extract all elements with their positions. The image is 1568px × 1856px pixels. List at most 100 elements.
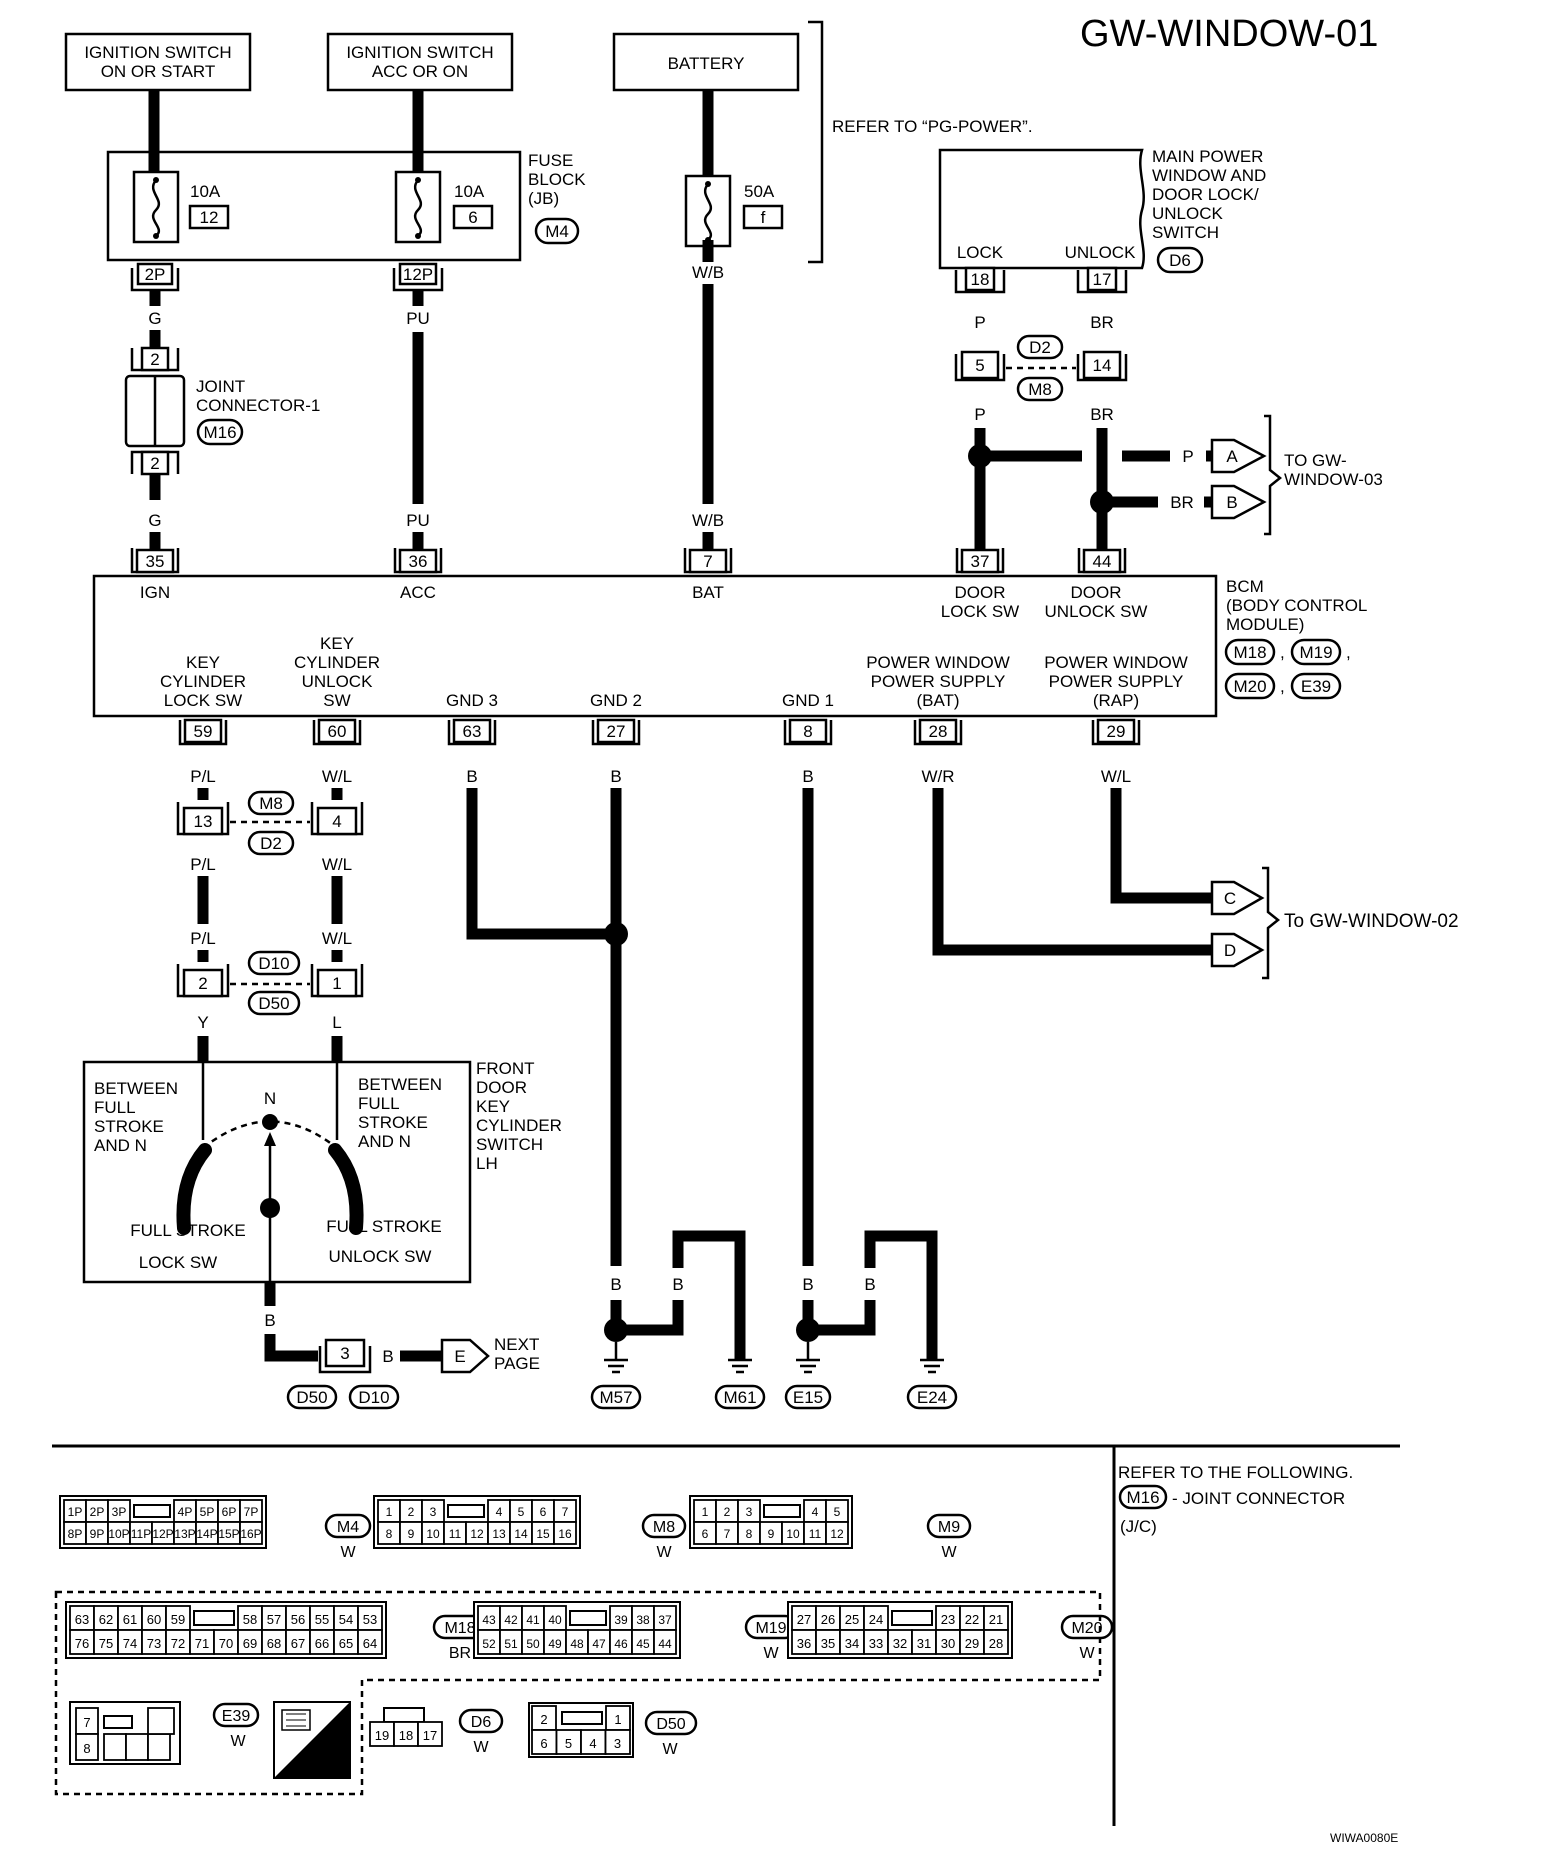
wire-label-pl-3: P/L xyxy=(190,929,216,948)
pin-number: 8 xyxy=(746,1527,753,1541)
wire-label-b-next: B xyxy=(382,1347,393,1366)
pin-cell xyxy=(839,1605,865,1631)
pin-cell xyxy=(69,1605,95,1631)
pin-number: 9 xyxy=(408,1527,415,1541)
bcm-pin-35: 35 xyxy=(130,548,180,574)
wire-label-b-ks: B xyxy=(264,1311,275,1330)
to-gw03-label-1: TO GW- xyxy=(1284,451,1347,470)
svg-text:CYLINDER: CYLINDER xyxy=(476,1116,562,1135)
pin-cell xyxy=(239,1521,263,1545)
pin-cell xyxy=(333,1629,359,1655)
svg-text:IGNITION SWITCH: IGNITION SWITCH xyxy=(84,43,231,62)
svg-text:E39: E39 xyxy=(1301,677,1331,696)
pin-cell xyxy=(285,1629,311,1655)
pin-number: 65 xyxy=(339,1636,353,1651)
pin-cell xyxy=(117,1605,143,1631)
pin-number: 71 xyxy=(195,1636,209,1651)
pin-number: 7 xyxy=(562,1505,569,1519)
svg-text:SWITCH: SWITCH xyxy=(476,1135,543,1154)
svg-text:CYLINDER: CYLINDER xyxy=(160,672,246,691)
wire-wr-out xyxy=(932,788,1212,956)
pin-number: 32 xyxy=(893,1636,907,1651)
wire-label-p-2: P xyxy=(974,405,985,424)
svg-text:BLOCK: BLOCK xyxy=(528,170,586,189)
svg-text:28: 28 xyxy=(929,722,948,741)
keyway xyxy=(103,1715,133,1729)
svg-text:BCM: BCM xyxy=(1226,577,1264,596)
pin-number: 12P xyxy=(152,1527,173,1541)
pin-number: 70 xyxy=(219,1636,233,1651)
joint-connector-1: 2 2 JOINT CONNECTOR-1 M16 xyxy=(124,346,320,476)
pin-number: 53 xyxy=(363,1612,377,1627)
wire-label-br-3: BR xyxy=(1170,493,1194,512)
connector-id: M8 xyxy=(653,1519,675,1536)
wire-label-br-1: BR xyxy=(1090,313,1114,332)
pin-number: 9 xyxy=(768,1527,775,1541)
svg-text:AND N: AND N xyxy=(358,1132,411,1151)
svg-text:REFER TO THE FOLLOWING.: REFER TO THE FOLLOWING. xyxy=(1118,1463,1353,1482)
keyway xyxy=(561,1711,603,1725)
svg-text:27: 27 xyxy=(607,722,626,741)
pin-number: 50 xyxy=(526,1637,540,1651)
to-gw02-label: To GW-WINDOW-02 xyxy=(1284,911,1459,932)
svg-text:M8: M8 xyxy=(259,794,283,813)
pin-number: 75 xyxy=(99,1636,113,1651)
connector-id: D50 xyxy=(656,1716,685,1733)
svg-text:14: 14 xyxy=(1093,356,1112,375)
connector-id-pill xyxy=(324,1513,372,1539)
pin-number: 4 xyxy=(812,1505,819,1519)
bcm-pin-59: 59 xyxy=(178,718,228,746)
pin-number: 33 xyxy=(869,1636,883,1651)
pin-number: 42 xyxy=(504,1613,518,1627)
svg-text:M8: M8 xyxy=(1028,380,1052,399)
pin-number: 15P xyxy=(218,1527,239,1541)
main-power-window-switch: MAIN POWER WINDOW AND DOOR LOCK/ UNLOCK … xyxy=(938,147,1266,274)
svg-text:D2: D2 xyxy=(1029,338,1051,357)
pin-cell xyxy=(369,1721,395,1747)
pin-number: 31 xyxy=(917,1636,931,1651)
pin-cell xyxy=(117,1629,143,1655)
battery: BATTERY xyxy=(612,32,800,92)
svg-text:JOINT: JOINT xyxy=(196,377,245,396)
pin-number: 3 xyxy=(430,1505,437,1519)
svg-text:B: B xyxy=(1226,493,1237,512)
svg-text:STROKE: STROKE xyxy=(94,1117,164,1136)
wire-gnd3 xyxy=(466,788,616,940)
keyway xyxy=(569,1610,607,1626)
bcm-pin-27: 27 xyxy=(591,718,641,746)
connector-id-pill xyxy=(644,1710,698,1736)
svg-text:UNLOCK: UNLOCK xyxy=(302,672,374,691)
wire-label-pu-top: PU xyxy=(406,309,430,328)
svg-text:8: 8 xyxy=(803,722,812,741)
pin-cell xyxy=(103,1733,127,1761)
connector-id: M20 xyxy=(1071,1620,1102,1637)
pin-cell xyxy=(815,1629,841,1655)
to-gw03-label-2: WINDOW-03 xyxy=(1284,470,1383,489)
svg-text:2: 2 xyxy=(150,454,159,473)
svg-text:C: C xyxy=(1224,889,1236,908)
svg-text:IGNITION SWITCH: IGNITION SWITCH xyxy=(346,43,493,62)
svg-text:B: B xyxy=(610,1275,621,1294)
connector-id-pill xyxy=(926,1513,972,1539)
svg-text:FULL: FULL xyxy=(358,1094,400,1113)
wire-label-wb-top: W/B xyxy=(692,263,724,282)
refer-box: REFER TO THE FOLLOWING. M16 - JOINT CONN… xyxy=(1118,1463,1353,1536)
wire-label-b-gnd2: B xyxy=(610,767,621,786)
pin-number: 36 xyxy=(797,1636,811,1651)
svg-text:H.S.: H.S. xyxy=(306,1757,333,1773)
svg-text:M57: M57 xyxy=(599,1388,632,1407)
figure-code: WIWA0080E xyxy=(1330,1831,1398,1845)
svg-text:18: 18 xyxy=(971,270,990,289)
pin-cell xyxy=(553,1521,577,1545)
svg-text:M19: M19 xyxy=(1299,643,1332,662)
pin-number: 21 xyxy=(989,1612,1003,1627)
wire-label-b-gnd3: B xyxy=(466,767,477,786)
svg-text:STROKE: STROKE xyxy=(358,1113,428,1132)
splice-gnd xyxy=(604,922,628,946)
pin-2p: 2P xyxy=(130,262,180,292)
svg-text:FUSE: FUSE xyxy=(528,151,573,170)
svg-text:- JOINT CONNECTOR: - JOINT CONNECTOR xyxy=(1172,1489,1345,1508)
svg-text:POWER WINDOW: POWER WINDOW xyxy=(1044,653,1188,672)
pin-3-connector: 3 D50 D10 xyxy=(286,1338,400,1410)
pin-number: 58 xyxy=(243,1612,257,1627)
